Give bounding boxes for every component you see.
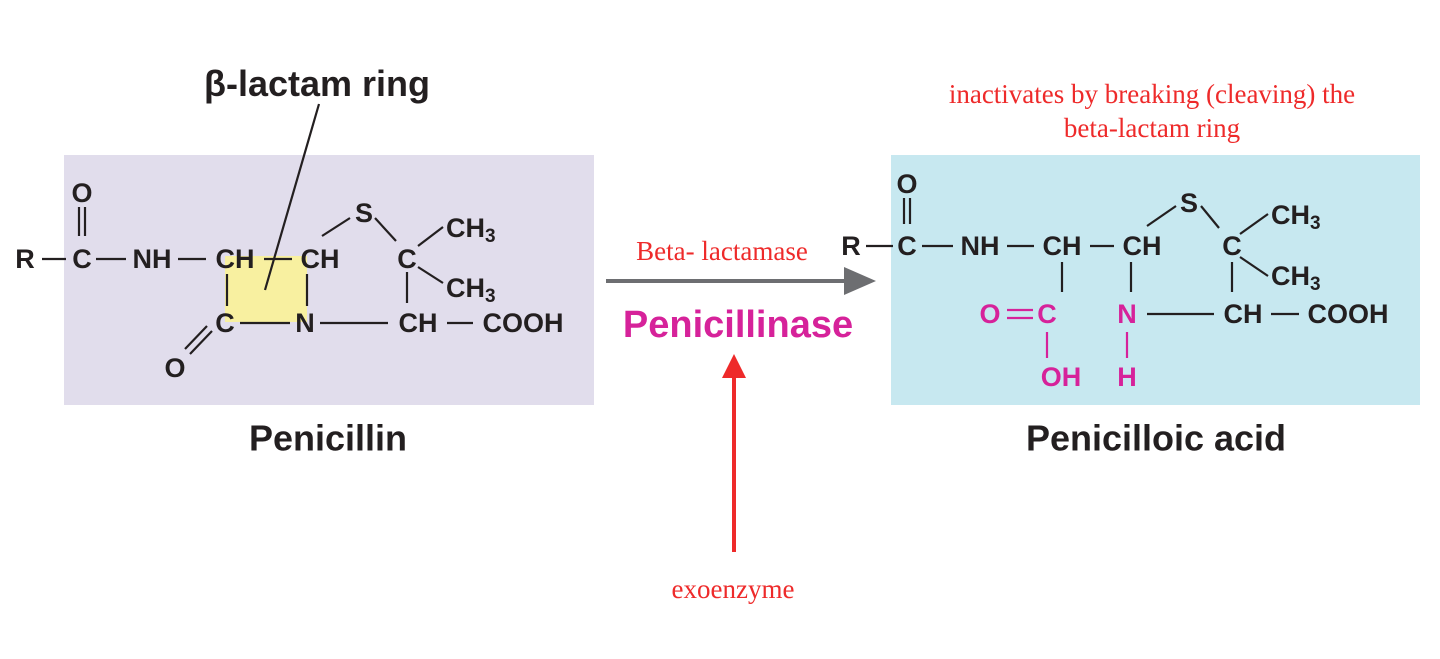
atom-s: S: [355, 198, 373, 228]
atom-c-quaternary: C: [1222, 231, 1242, 261]
atom-ch3-lower: CH3: [1271, 261, 1321, 295]
atom-ch-ring-1: CH: [216, 244, 255, 274]
atom-r: R: [841, 231, 861, 261]
atom-ch-2: CH: [1123, 231, 1162, 261]
atom-c-carbonyl: C: [897, 231, 917, 261]
atom-o-new-carboxyl: O: [979, 299, 1000, 329]
atom-n: N: [295, 308, 315, 338]
penicillin-bonds: [42, 207, 473, 355]
beta-lactamase-label: Beta- lactamase: [636, 236, 808, 266]
atom-o-carbonyl: O: [71, 178, 92, 208]
atom-cooh: COOH: [1308, 299, 1389, 329]
atom-c-carbonyl: C: [72, 244, 92, 274]
atom-ch3-upper: CH3: [1271, 200, 1321, 234]
penicillin-name: Penicillin: [249, 418, 407, 459]
atom-c-new-carboxyl: C: [1037, 299, 1057, 329]
penicilloic-acid-panel: [891, 155, 1420, 405]
atom-n: N: [1117, 299, 1137, 329]
atom-c-lactam: C: [215, 308, 235, 338]
reaction-arrow-head: [844, 267, 876, 295]
atom-o-carbonyl: O: [896, 169, 917, 199]
inactivation-note-line-2: beta-lactam ring: [1064, 113, 1240, 143]
atom-cooh: COOH: [483, 308, 564, 338]
atom-r: R: [15, 244, 35, 274]
atom-ch-carboxyl: CH: [399, 308, 438, 338]
exoenzyme-label: exoenzyme: [672, 574, 795, 604]
penicillinase-label: Penicillinase: [623, 304, 853, 346]
atom-s: S: [1180, 188, 1198, 218]
atom-ch-ring-2: CH: [301, 244, 340, 274]
atom-ch-1: CH: [1043, 231, 1082, 261]
penicillin-atoms: R O C NH CH CH S C CH3 CH3 C N CH COOH O: [15, 178, 563, 383]
atom-ch-carboxyl: CH: [1224, 299, 1263, 329]
penicilloic-acid-atoms: R O C NH CH CH S C CH3 CH3 CH COOH O C O…: [841, 169, 1388, 392]
atom-o-lactam: O: [164, 353, 185, 383]
atom-oh: OH: [1041, 362, 1082, 392]
atom-nh: NH: [961, 231, 1000, 261]
exoenzyme-arrow-head: [722, 354, 746, 378]
atom-c-quaternary: C: [397, 244, 417, 274]
inactivation-note-line-1: inactivates by breaking (cleaving) the: [949, 79, 1355, 109]
penicilloic-acid-cleaved-bonds: [1007, 308, 1129, 358]
atom-ch3-lower: CH3: [446, 273, 496, 307]
beta-lactam-ring-label: β-lactam ring: [204, 63, 430, 104]
atom-h: H: [1117, 362, 1137, 392]
atom-nh: NH: [133, 244, 172, 274]
atom-ch3-upper: CH3: [446, 213, 496, 247]
penicilloic-acid-name: Penicilloic acid: [1026, 418, 1286, 459]
penicillin-panel: [64, 155, 594, 405]
penicilloic-acid-bonds: [866, 198, 1299, 316]
